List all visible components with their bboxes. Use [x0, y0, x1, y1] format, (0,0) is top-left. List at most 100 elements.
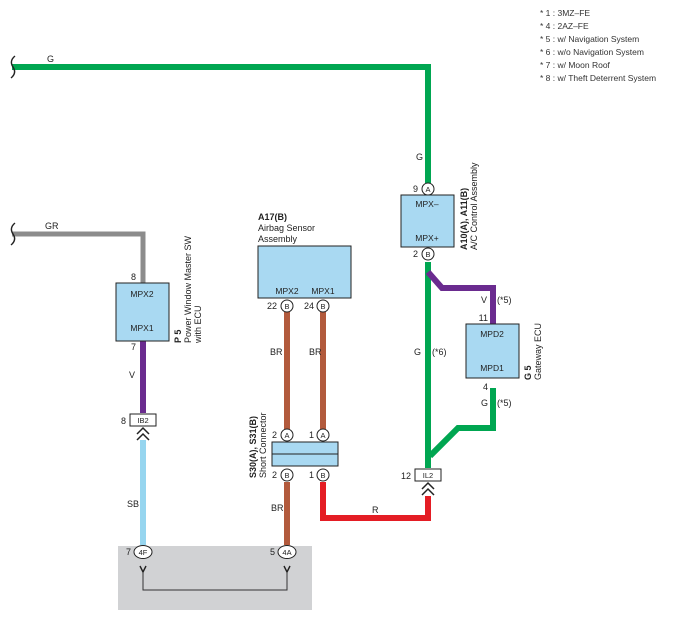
- a10-pin-circle: [421, 247, 435, 261]
- s31-conn-b-left: B: [284, 471, 289, 480]
- ib2-pin: 8: [121, 416, 126, 426]
- g5-terminal-mpd1: MPD1: [480, 363, 504, 373]
- component-a17: A17(B) Airbag Sensor Assembly MPX2 MPX1 …: [257, 212, 352, 313]
- component-a10: A 9 MPX– MPX+ B 2 A10(A), A11(B) A/C Con…: [400, 162, 479, 261]
- p5-name-line2: with ECU: [193, 305, 203, 344]
- junction-internal-link: [142, 573, 288, 591]
- a17-terminal-mpx1: MPX1: [311, 286, 334, 296]
- p5-terminal-mpx1: MPX1: [130, 323, 153, 333]
- note-5: * 5 : w/ Navigation System: [540, 34, 639, 44]
- connector-4f: 4F 7: [126, 545, 153, 559]
- note-8: * 8 : w/ Theft Deterrent System: [540, 73, 656, 83]
- wire-break-symbol: [10, 55, 16, 79]
- p5-pin-8: 8: [131, 272, 136, 282]
- chevron-up-icon: [421, 487, 435, 496]
- s30-pin-circle: [316, 428, 330, 442]
- s30-code: S30(A), S31(B): [248, 416, 258, 478]
- g5-pin-4: 4: [483, 382, 488, 392]
- wire-label-br-left: BR: [270, 347, 283, 357]
- wire-condition-g-g5: (*5): [497, 398, 512, 408]
- 4a-label: 4A: [282, 548, 291, 557]
- a10-pin-9: 9: [413, 184, 418, 194]
- 4a-pin: 5: [270, 547, 275, 557]
- a10-code: A10(A), A11(B): [459, 188, 469, 250]
- il2-box: [414, 468, 442, 482]
- chevron-up-icon: [139, 565, 147, 574]
- wire-gr-top: [12, 231, 146, 283]
- a10-pin-2: 2: [413, 249, 418, 259]
- p5-terminal-mpx2: MPX2: [130, 289, 153, 299]
- s30-pin-a-right: 1: [309, 430, 314, 440]
- a10-terminal-mpx-minus: MPX–: [415, 199, 438, 209]
- ib2-box: [129, 413, 157, 427]
- wire-g-top: [12, 64, 431, 183]
- s31-pin-circle: [316, 468, 330, 482]
- s30-pin-a-left: 2: [272, 430, 277, 440]
- p5-code: P 5: [173, 330, 183, 343]
- a17-conn-right: B: [320, 302, 325, 311]
- g5-pin-11: 11: [479, 313, 488, 323]
- wire-r: [320, 482, 431, 521]
- wire-label-br-right: BR: [309, 347, 322, 357]
- option-notes: * 1 : 3MZ–FE * 4 : 2AZ–FE * 5 : w/ Navig…: [540, 8, 656, 83]
- g5-body: [465, 323, 520, 379]
- a17-body: [257, 245, 352, 299]
- 4f-ellipse: [133, 545, 153, 559]
- a10-body: [400, 194, 455, 248]
- g5-code: G 5: [523, 365, 533, 380]
- a10-terminal-mpx-plus: MPX+: [415, 233, 438, 243]
- wire-label-gr-top: GR: [45, 221, 59, 231]
- p5-pin-7: 7: [131, 342, 136, 352]
- a17-pin-22: 22: [267, 301, 277, 311]
- connector-4a: 4A 5: [270, 545, 297, 559]
- chevron-up-icon: [421, 481, 435, 490]
- il2-pin: 12: [401, 471, 411, 481]
- wire-label-v-p5: V: [129, 370, 135, 380]
- 4f-label: 4F: [139, 548, 148, 557]
- chevron-up-icon: [283, 565, 291, 574]
- 4a-ellipse: [277, 545, 297, 559]
- connector-il2: IL2 12: [401, 468, 442, 496]
- g5-name: Gateway ECU: [533, 323, 543, 380]
- component-s30: A A 2 1 B B 2 1 S30(A), S31(B) Short Con…: [248, 412, 339, 482]
- wire-break-symbol: [10, 222, 16, 246]
- s30-pin-circle: [280, 428, 294, 442]
- a17-name-line1: Airbag Sensor: [258, 223, 315, 233]
- s31-pin-b-right: 1: [309, 470, 314, 480]
- a10-conn-bottom: B: [425, 250, 430, 259]
- wire-label-sb: SB: [127, 499, 139, 509]
- note-4: * 4 : 2AZ–FE: [540, 21, 589, 31]
- s31-pin-circle: [280, 468, 294, 482]
- s30-name: Short Connector: [258, 412, 268, 478]
- s30-conn-a-left: A: [284, 431, 289, 440]
- wire-label-r: R: [372, 505, 379, 515]
- wire-label-v-g5: V: [481, 295, 487, 305]
- note-6: * 6 : w/o Navigation System: [540, 47, 644, 57]
- 4f-pin: 7: [126, 547, 131, 557]
- wire-label-g-top: G: [47, 54, 54, 64]
- wire-label-br-bottom: BR: [271, 503, 284, 513]
- note-1: * 1 : 3MZ–FE: [540, 8, 590, 18]
- component-p5: MPX2 MPX1 8 7 P 5 Power Window Master SW…: [115, 235, 203, 352]
- il2-label: IL2: [423, 471, 433, 480]
- g5-terminal-mpd2: MPD2: [480, 329, 504, 339]
- junction-block: [118, 546, 312, 610]
- p5-name-line1: Power Window Master SW: [183, 235, 193, 343]
- wire-label-g-g5: G: [481, 398, 488, 408]
- a10-conn-top: A: [425, 185, 430, 194]
- wire-v-g5: [425, 270, 496, 324]
- ib2-label: IB2: [137, 416, 148, 425]
- a17-code: A17(B): [258, 212, 287, 222]
- chevron-up-icon: [136, 432, 150, 441]
- chevron-up-icon: [136, 426, 150, 435]
- wire-condition-g-mid: (*6): [432, 347, 447, 357]
- note-7: * 7 : w/ Moon Roof: [540, 60, 611, 70]
- a17-terminal-mpx2: MPX2: [275, 286, 298, 296]
- wire-label-g-mid: G: [414, 347, 421, 357]
- a17-pin-24: 24: [304, 301, 314, 311]
- s30-conn-a-right: A: [320, 431, 325, 440]
- wire-label-g-a10: G: [416, 152, 423, 162]
- component-g5: MPD2 MPD1 11 4 G 5 Gateway ECU: [465, 313, 543, 392]
